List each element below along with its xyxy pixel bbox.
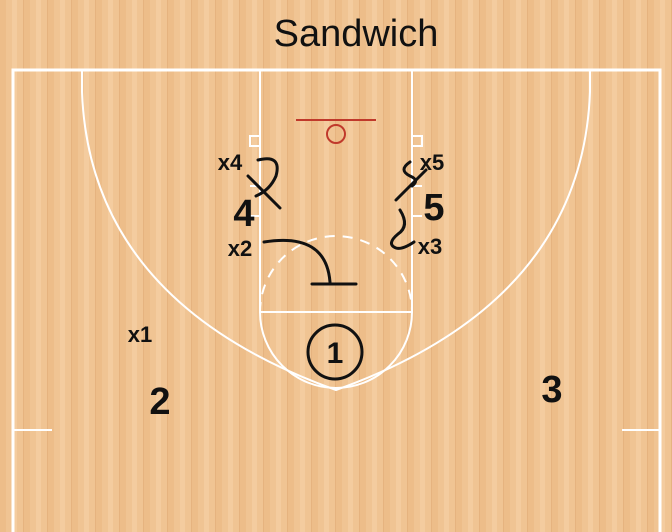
lane-block-right	[411, 135, 423, 147]
free-throw-lane	[259, 70, 413, 313]
x5-screen-bar	[394, 168, 428, 202]
lane-block-left	[249, 135, 261, 147]
defender-x4: x4	[218, 150, 243, 175]
free-throw-circle-top-dashed	[259, 235, 413, 313]
play-title: Sandwich	[274, 13, 439, 55]
defensive-players: x4 x5 x2 x3 x1	[128, 150, 444, 347]
offense-player-1: 1	[327, 337, 344, 370]
x3-screen-curl	[390, 208, 416, 250]
court-markings	[13, 70, 660, 431]
three-point-arc	[81, 70, 591, 392]
defender-x2: x2	[228, 236, 252, 261]
offense-player-4: 4	[233, 193, 254, 235]
rim	[326, 124, 346, 144]
defender-x5: x5	[420, 150, 444, 175]
free-throw-circle-bottom	[259, 311, 413, 389]
offense-player-5: 5	[423, 187, 444, 229]
screen-actions	[246, 157, 428, 286]
x2-screen-path	[262, 238, 332, 284]
offensive-players: 4 5 2 3 1	[149, 187, 562, 423]
offense-player-3: 3	[541, 369, 562, 411]
ball-handler-1: 1	[306, 323, 364, 381]
defender-x3: x3	[418, 234, 442, 259]
offense-player-2: 2	[149, 381, 170, 423]
x4-screen-bar	[246, 174, 282, 210]
baseline-and-sidelines	[11, 68, 662, 532]
court-lines	[11, 68, 662, 532]
defender-x1: x1	[128, 322, 152, 347]
ball-indicator	[306, 323, 364, 381]
